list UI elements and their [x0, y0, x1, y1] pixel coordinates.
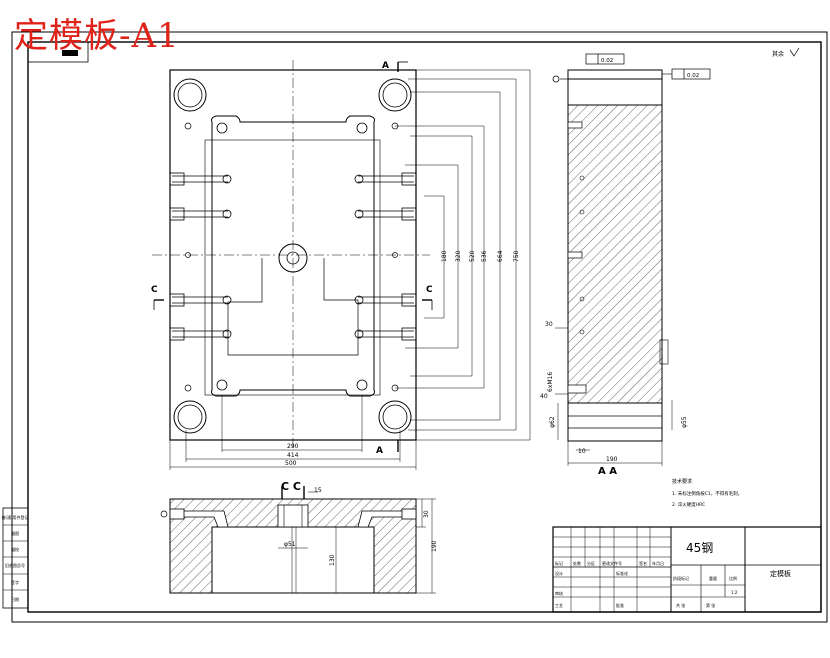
guide-hole-top-left — [173, 78, 207, 112]
dim-130: 130 — [329, 554, 336, 566]
cooling-channels-left — [169, 172, 232, 341]
section-a-bottom: A — [376, 446, 383, 456]
dim-500: 500 — [285, 460, 297, 467]
dim-180: 180 — [441, 250, 448, 262]
section-c-left: C — [151, 285, 158, 295]
section-a-top: A — [382, 61, 389, 71]
tb-stage: 阶段标记 — [673, 575, 689, 581]
tb-standard: 标准化 — [616, 570, 628, 576]
dim-414: 414 — [287, 452, 299, 459]
cc-pocket — [211, 526, 375, 594]
tech-req-line-1: 1. 未标注倒角按C1，不得有毛刺。 — [672, 490, 742, 497]
plan-view: A A C C 180 320 520 536 664 750 — [151, 60, 531, 470]
tb-scale-value: 1:2 — [731, 590, 738, 595]
dim-62: φ62 — [549, 416, 556, 428]
section-aa-view: 0.02 0.02 190 30 40 10 6xM16 φ62 φ55 A A — [540, 53, 711, 477]
dim-10-side: 10 — [578, 448, 586, 455]
insert-outline — [204, 139, 381, 396]
tech-requirements: 技术要求 1. 未标注倒角按C1，不得有毛刺。 2. 淬火硬度HRC — [672, 478, 742, 508]
dim-15: 15 — [314, 487, 322, 494]
dim-190-cc: 190 — [431, 540, 438, 552]
part-name: 定模板 — [770, 569, 791, 578]
guide-hole-bottom-right — [378, 400, 412, 434]
dim-190-side: 190 — [606, 456, 618, 463]
tb-sheet-num: 第 张 — [706, 602, 715, 608]
top-stamp-box — [27, 41, 89, 63]
strip-label-2: 描图 — [11, 530, 19, 536]
flatness-frame — [585, 53, 625, 65]
section-cc-label: C C — [281, 480, 301, 493]
tb-weight: 重量 — [709, 575, 717, 581]
dim-51: φ51 — [284, 541, 296, 548]
tech-req-title: 技术要求 — [672, 478, 692, 485]
tb-review: 审核 — [555, 590, 563, 596]
material: 45钢 — [686, 541, 713, 555]
tb-col-zone: 分区 — [587, 560, 595, 566]
strip-label-5: 签字 — [11, 579, 19, 585]
flatness-value: 0.02 — [601, 58, 613, 64]
dim-40-side: 40 — [540, 393, 548, 400]
section-aa-label: A A — [598, 466, 617, 477]
left-strip: 借(通)用件登记 描图 描校 旧底图总号 签字 日期 — [1, 507, 29, 609]
dim-520: 520 — [469, 250, 476, 262]
parallel-value: 0.02 — [687, 73, 699, 79]
guide-hole-bottom-left — [173, 400, 207, 434]
tech-req-line-2: 2. 淬火硬度HRC — [672, 501, 705, 508]
strip-label-6: 日期 — [11, 596, 19, 602]
dim-320: 320 — [455, 250, 462, 262]
strip-label-4: 旧底图总号 — [5, 562, 25, 568]
tb-col-mark: 标记 — [555, 560, 563, 566]
top-stamp-mark — [62, 50, 78, 56]
guide-hole-top-right — [378, 78, 412, 112]
dim-30-side: 30 — [545, 321, 553, 328]
strip-label-1: 借(通)用件登记 — [1, 514, 28, 520]
cooling-channels-right — [354, 172, 417, 341]
title-block — [552, 526, 822, 613]
strip-label-3: 描校 — [11, 546, 19, 552]
dim-30-cc: 30 — [423, 510, 430, 518]
tb-col-count: 处数 — [573, 560, 581, 566]
roughness-symbol — [789, 47, 800, 57]
outer-border — [11, 31, 828, 623]
dim-664: 664 — [497, 250, 504, 262]
dim-m16: 6xM16 — [547, 372, 554, 392]
inner-border — [27, 41, 822, 613]
tb-design: 设计 — [555, 570, 563, 576]
dim-750: 750 — [513, 250, 520, 262]
sprue-bushing — [278, 243, 308, 273]
tb-col-file: 更改文件号 — [602, 560, 622, 566]
cc-sprue — [277, 504, 309, 528]
tb-approve: 批准 — [616, 602, 624, 608]
tb-col-date: 年月日 — [652, 560, 664, 566]
roughness-label: 其余 — [772, 50, 784, 58]
dim-55: φ55 — [681, 416, 688, 428]
tb-scale: 比例 — [729, 575, 737, 581]
section-c-right: C — [426, 285, 433, 295]
tb-sheets-total: 共 张 — [676, 602, 685, 608]
tb-col-sign: 签名 — [639, 560, 647, 566]
page-title: 定模板-A1 — [14, 16, 180, 56]
tb-process: 工艺 — [555, 603, 563, 608]
dim-536: 536 — [481, 250, 488, 262]
section-cc-view: C C 190 30 130 φ51 15 — [160, 480, 438, 594]
dim-290: 290 — [287, 443, 299, 450]
